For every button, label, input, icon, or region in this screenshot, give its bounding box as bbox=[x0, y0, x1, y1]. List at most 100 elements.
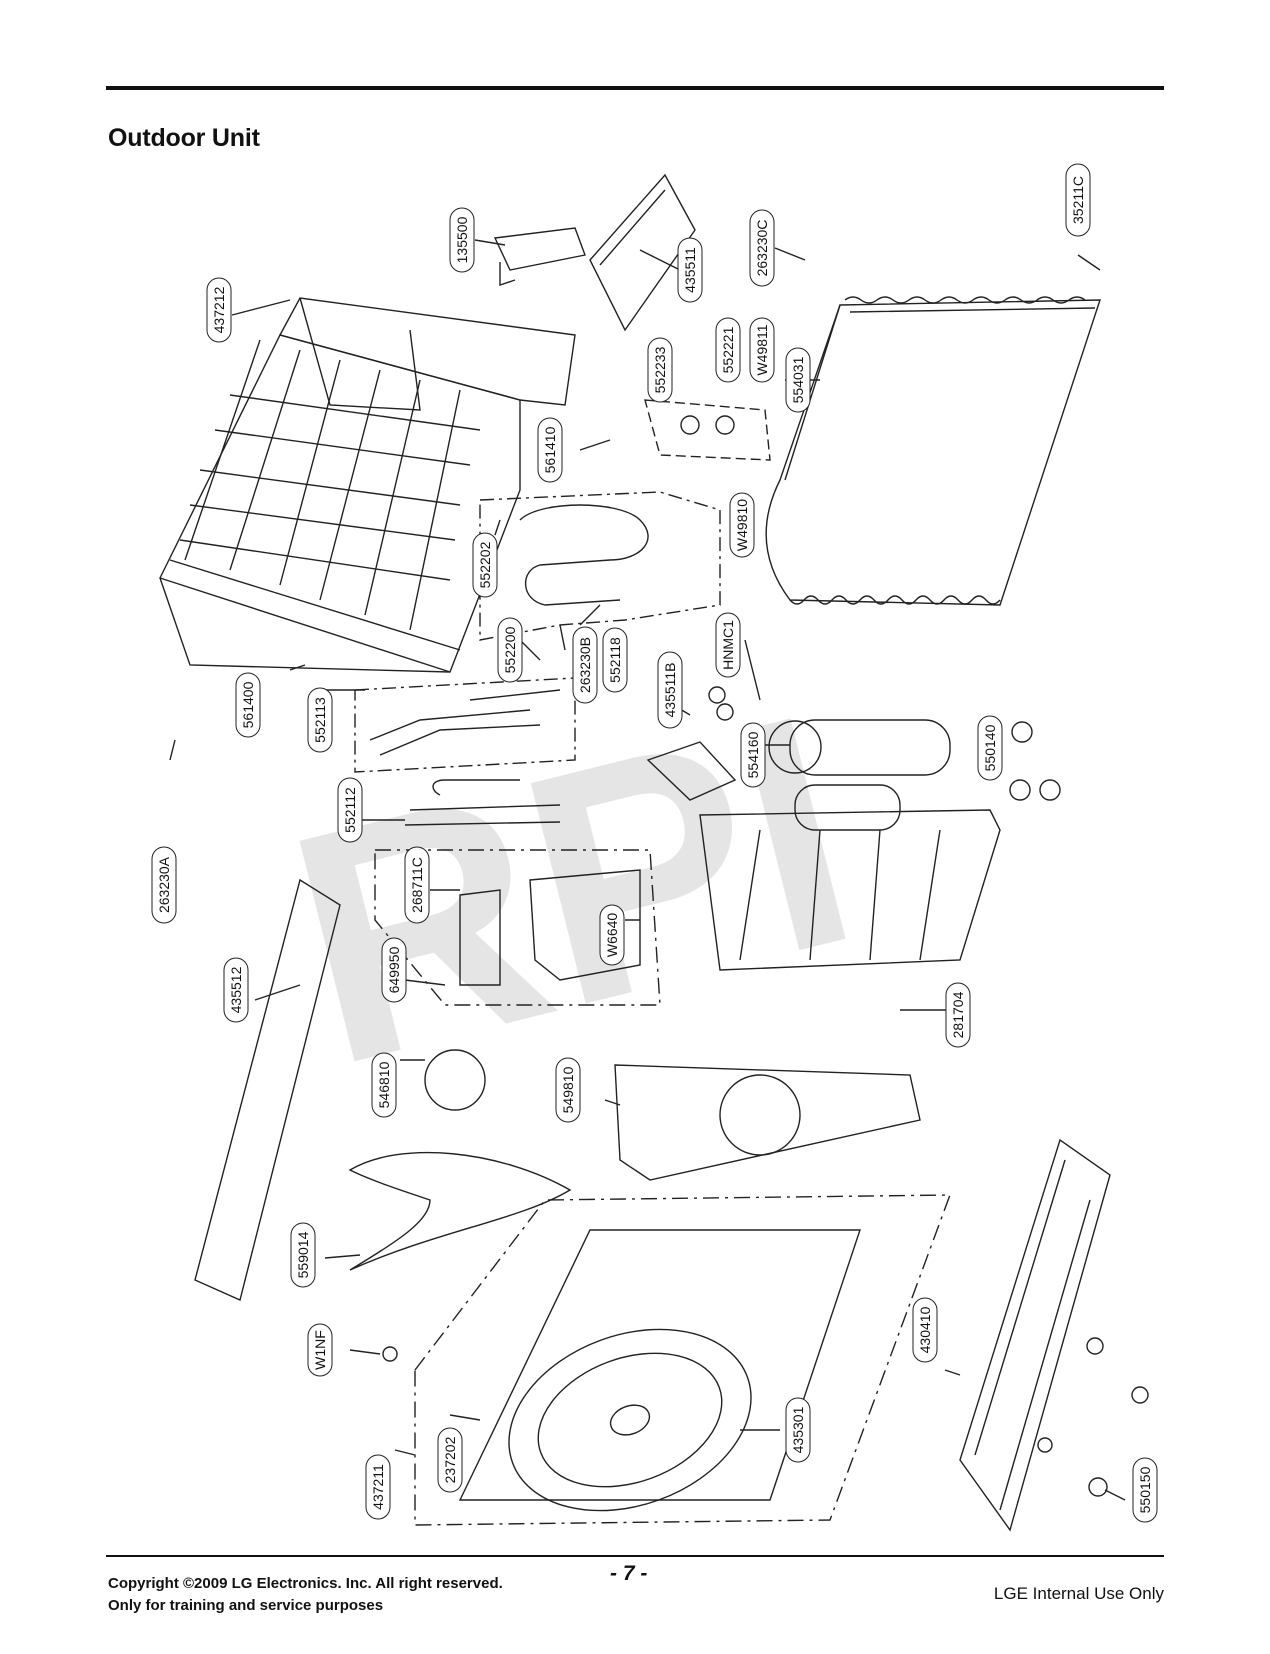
svg-text:559014: 559014 bbox=[295, 1231, 311, 1278]
svg-text:135500: 135500 bbox=[454, 216, 470, 263]
part-label-435511: 435511 bbox=[677, 237, 703, 303]
part-label-263230a: 263230A bbox=[151, 846, 177, 924]
bracket-shape bbox=[493, 227, 586, 286]
svg-text:35211C: 35211C bbox=[1070, 176, 1086, 224]
svg-text:552202: 552202 bbox=[477, 541, 493, 588]
part-label-437211: 437211 bbox=[365, 1454, 391, 1520]
svg-text:552112: 552112 bbox=[342, 787, 358, 833]
svg-text:552233: 552233 bbox=[652, 346, 668, 393]
top-rule bbox=[106, 86, 1164, 90]
part-label-549810: 549810 bbox=[555, 1057, 581, 1123]
part-label-561410: 561410 bbox=[537, 417, 563, 483]
part-label-561400: 561400 bbox=[235, 672, 261, 738]
part-label-552233: 552233 bbox=[647, 337, 673, 403]
part-label-552200: 552200 bbox=[497, 617, 523, 683]
part-label-552112: 552112 bbox=[337, 777, 363, 843]
part-label-554031: 554031 bbox=[785, 347, 811, 413]
svg-text:W49811: W49811 bbox=[754, 324, 770, 375]
svg-text:437212: 437212 bbox=[211, 286, 227, 333]
part-label-552113: 552113 bbox=[307, 687, 333, 753]
svg-text:435511B: 435511B bbox=[662, 662, 678, 717]
bracket-435511b-shape bbox=[646, 741, 737, 801]
part-label-649950: 649950 bbox=[381, 937, 407, 1003]
part-label-268711c: 268711C bbox=[404, 846, 430, 924]
svg-text:561400: 561400 bbox=[240, 681, 256, 728]
svg-text:435301: 435301 bbox=[790, 1406, 806, 1453]
bottom-rule bbox=[106, 1555, 1164, 1557]
svg-text:552200: 552200 bbox=[502, 626, 518, 673]
svg-text:281704: 281704 bbox=[950, 991, 966, 1038]
part-label-435512: 435512 bbox=[223, 957, 249, 1023]
valve-box-shape bbox=[644, 399, 771, 461]
svg-text:552118: 552118 bbox=[607, 637, 623, 683]
internal-use-note: LGE Internal Use Only bbox=[993, 1584, 1164, 1603]
part-label-w49810: W49810 bbox=[729, 492, 755, 558]
top-panel-shape bbox=[589, 173, 696, 332]
pipe-552112-shape bbox=[404, 779, 561, 826]
part-label-559014: 559014 bbox=[290, 1222, 316, 1288]
svg-text:237202: 237202 bbox=[442, 1436, 458, 1483]
svg-text:263230B: 263230B bbox=[577, 637, 593, 693]
part-label-263230c: 263230C bbox=[749, 209, 775, 287]
part-label-hnmc1: HNMC1 bbox=[715, 612, 741, 678]
svg-text:W1NF: W1NF bbox=[312, 1330, 328, 1370]
part-label-w49811: W49811 bbox=[749, 317, 775, 383]
condenser-coil-shape bbox=[765, 296, 1101, 606]
top-cover-shape bbox=[159, 297, 576, 673]
svg-text:268711C: 268711C bbox=[409, 857, 425, 913]
part-label-550150: 550150 bbox=[1132, 1457, 1158, 1523]
part-label-w6640: W6640 bbox=[599, 904, 625, 966]
copyright-text: Copyright ©2009 LG Electronics. Inc. All… bbox=[108, 1575, 503, 1592]
part-label-435301: 435301 bbox=[785, 1397, 811, 1463]
footer-left: Copyright ©2009 LG Electronics. Inc. All… bbox=[108, 1573, 503, 1617]
part-label-263230b: 263230B bbox=[572, 626, 598, 704]
front-panel-region-shape bbox=[414, 1194, 952, 1526]
part-label-552221: 552221 bbox=[715, 317, 741, 383]
svg-text:430410: 430410 bbox=[917, 1306, 933, 1353]
part-label-281704: 281704 bbox=[945, 982, 971, 1048]
training-note: Only for training and service purposes bbox=[108, 1597, 384, 1614]
svg-text:549810: 549810 bbox=[560, 1066, 576, 1113]
side-panel-shape bbox=[194, 878, 341, 1301]
svg-text:263230A: 263230A bbox=[156, 856, 172, 913]
part-label-35211c: 35211C bbox=[1065, 163, 1091, 237]
svg-text:263230C: 263230C bbox=[754, 220, 770, 277]
fan-grille-shape bbox=[508, 1328, 752, 1512]
part-label-w1nf: W1NF bbox=[307, 1323, 333, 1377]
svg-text:561410: 561410 bbox=[542, 426, 558, 473]
fan-motor-shape bbox=[424, 1049, 486, 1111]
nut-w1nf-shape bbox=[382, 1346, 398, 1362]
base-pan-shape bbox=[959, 1138, 1111, 1532]
svg-text:435511: 435511 bbox=[682, 247, 698, 293]
svg-text:435512: 435512 bbox=[228, 966, 244, 1013]
part-label-435511b: 435511B bbox=[657, 651, 683, 729]
partition-shape bbox=[699, 809, 1001, 971]
svg-text:552113: 552113 bbox=[312, 697, 328, 743]
control-box-shape bbox=[374, 849, 661, 1006]
svg-text:550150: 550150 bbox=[1137, 1466, 1153, 1513]
part-label-546810: 546810 bbox=[371, 1052, 397, 1118]
part-label-group: 435511 135500 437212 263230C 35211C 5522… bbox=[151, 163, 1158, 1523]
fan-blade-shape bbox=[348, 1151, 572, 1271]
svg-text:554031: 554031 bbox=[790, 356, 806, 403]
svg-text:546810: 546810 bbox=[376, 1061, 392, 1108]
part-label-430410: 430410 bbox=[912, 1297, 938, 1363]
compressor-shape bbox=[768, 719, 1061, 831]
svg-text:554160: 554160 bbox=[745, 731, 761, 778]
piping-region-shape bbox=[479, 491, 721, 641]
part-label-552118: 552118 bbox=[602, 627, 628, 693]
svg-text:HNMC1: HNMC1 bbox=[720, 620, 736, 670]
lower-piping-shape bbox=[354, 677, 576, 773]
svg-text:550140: 550140 bbox=[982, 724, 998, 771]
part-label-437212: 437212 bbox=[206, 277, 232, 343]
svg-text:552221: 552221 bbox=[720, 326, 736, 373]
svg-text:W6640: W6640 bbox=[604, 913, 620, 958]
page-number: - 7 - bbox=[610, 1562, 648, 1585]
svg-text:649950: 649950 bbox=[386, 946, 402, 993]
svg-text:437211: 437211 bbox=[370, 1464, 386, 1510]
part-label-554160: 554160 bbox=[740, 722, 766, 788]
part-label-552202: 552202 bbox=[472, 532, 498, 598]
part-label-237202: 237202 bbox=[437, 1427, 463, 1493]
page-title: Outdoor Unit bbox=[108, 124, 260, 152]
